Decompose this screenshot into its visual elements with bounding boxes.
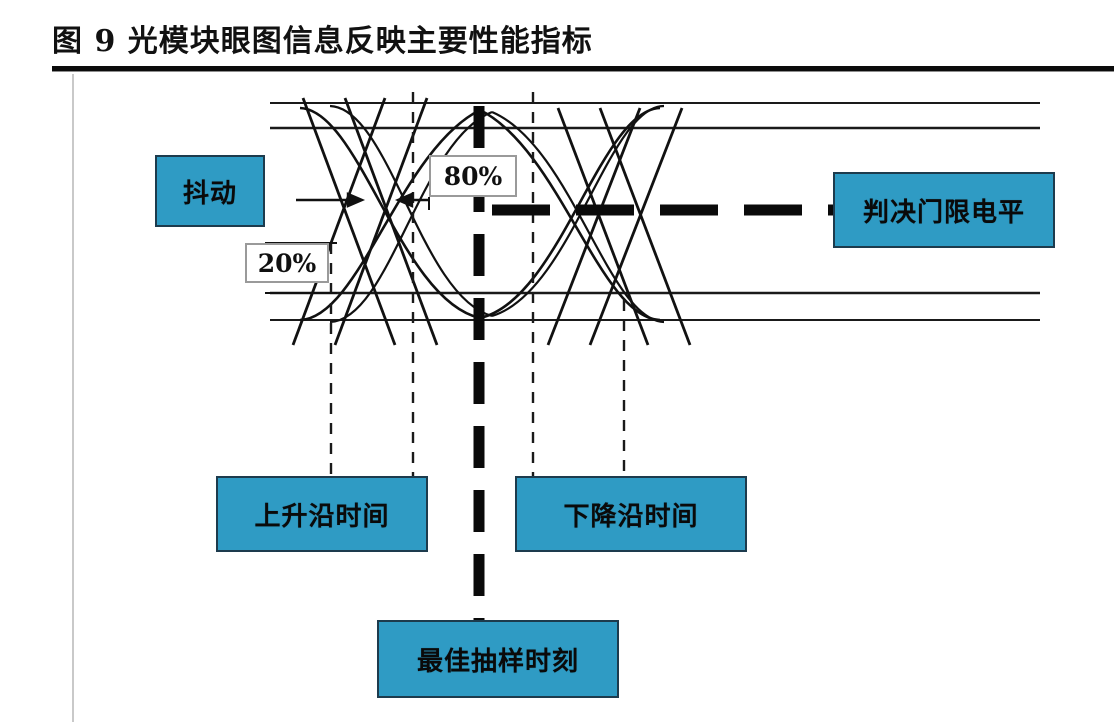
callout-20-percent: 20% <box>245 243 329 283</box>
rising-edge-2 <box>333 97 429 346</box>
figure-title-bar: 图 9 光模块眼图信息反映主要性能指标 <box>0 0 1114 72</box>
eye-lobe-upper-right <box>479 108 661 322</box>
jitter-arrow-right-head <box>394 192 414 208</box>
callout-80-percent: 80% <box>429 155 517 197</box>
label-box-jitter: 抖动 <box>155 155 265 227</box>
rising-edge-1 <box>291 97 387 346</box>
eye-lobe-upper-alt <box>329 110 493 324</box>
label-box-rise-time: 上升沿时间 <box>216 476 428 552</box>
label-box-decision-threshold: 判决门限电平 <box>833 172 1055 248</box>
falling-edge-3 <box>556 107 650 346</box>
eye-lobe-upper-left <box>299 108 481 322</box>
eye-lobe-lower-alt-r <box>491 104 665 318</box>
time-marker-lines <box>329 92 626 478</box>
rising-edge-3 <box>546 107 642 346</box>
label-box-optimal-sampling: 最佳抽样时刻 <box>377 620 619 698</box>
title-rule <box>52 66 1114 71</box>
title-rule-hairline <box>52 71 1114 72</box>
reference-rails <box>270 102 1040 321</box>
eye-lobe-upper-alt-r <box>491 110 665 324</box>
jitter-arrows <box>296 192 429 208</box>
jitter-arrow-left-head <box>346 192 366 208</box>
falling-edge-2 <box>343 97 439 346</box>
figure-caption: 图 9 光模块眼图信息反映主要性能指标 <box>52 24 593 59</box>
transition-edges <box>291 97 692 346</box>
rising-edge-4 <box>588 107 684 346</box>
label-box-fall-time: 下降沿时间 <box>515 476 747 552</box>
falling-edge-1 <box>301 97 397 346</box>
eye-lobe-lower-left <box>299 106 481 320</box>
falling-edge-4 <box>598 107 692 346</box>
